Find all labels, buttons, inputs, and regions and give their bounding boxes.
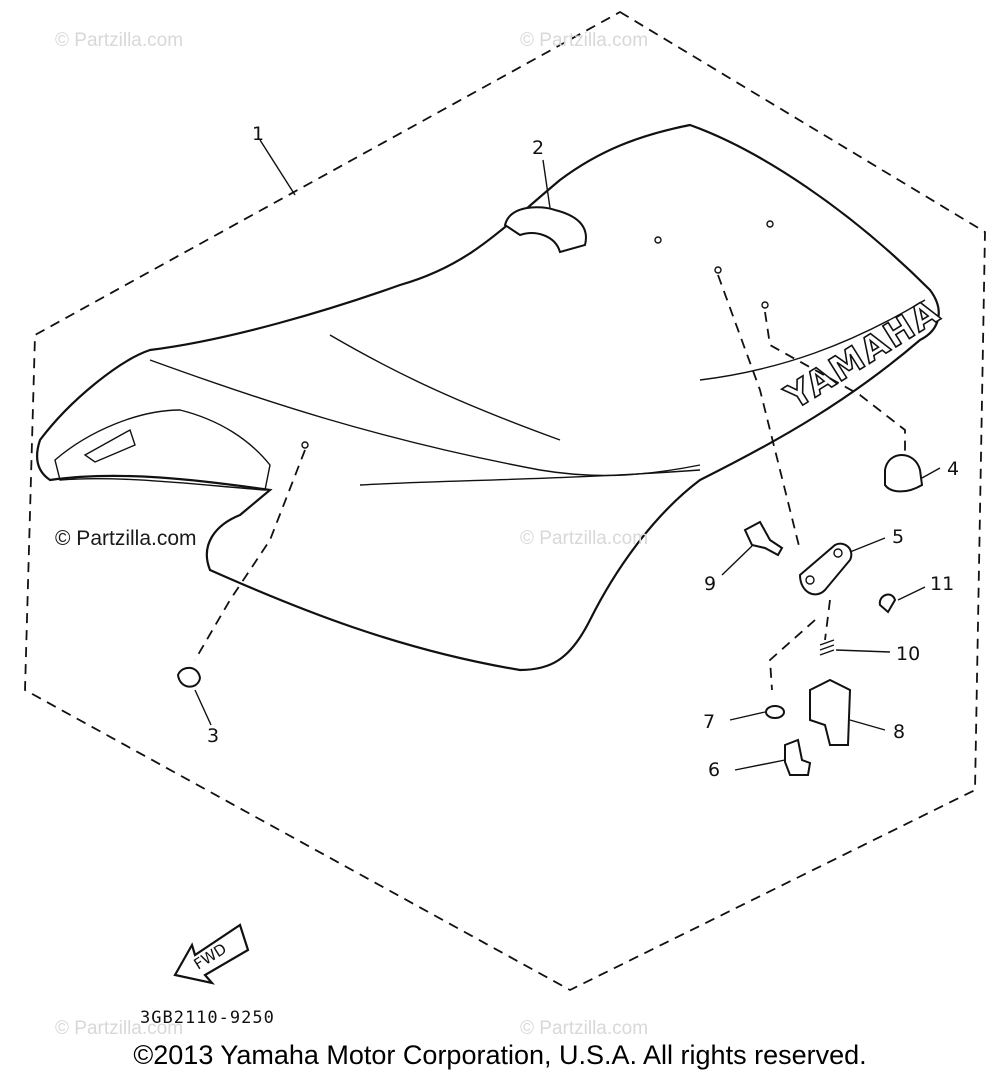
bolt-part-6: [784, 738, 812, 776]
watermark-mid-center: © Partzilla.com: [520, 528, 649, 549]
callout-5: 5: [892, 526, 904, 548]
fwd-arrow-icon: FWD: [173, 923, 250, 985]
copyright-notice: ©2013 Yamaha Motor Corporation, U.S.A. A…: [133, 1040, 867, 1070]
washer-part-7: [765, 705, 785, 719]
callout-11: 11: [930, 573, 954, 595]
diagram-code: 3GB2110-9250: [140, 1008, 275, 1028]
watermark-top-center: © Partzilla.com: [520, 30, 649, 51]
assembly-boundary: [24, 10, 986, 992]
spring-part-10: [819, 639, 835, 656]
callout-10: 10: [896, 643, 920, 665]
callout-1: 1: [252, 123, 264, 145]
callout-2: 2: [532, 137, 544, 159]
hook-part-5: [798, 542, 853, 596]
callout-8: 8: [893, 721, 905, 743]
seat-body: [35, 123, 940, 672]
watermark-bottom-center: © Partzilla.com: [520, 1018, 649, 1039]
bolt-part-9: [743, 520, 784, 557]
callout-7: 7: [703, 711, 715, 733]
watermark-top-left: © Partzilla.com: [55, 30, 184, 51]
callout-4: 4: [947, 458, 959, 480]
damper-part-4: [884, 454, 924, 493]
clip-part-11: [878, 593, 897, 614]
callout-3: 3: [207, 725, 219, 747]
grommet-part-3: [176, 666, 202, 688]
watermark-mid-left: © Partzilla.com: [55, 527, 197, 550]
watermark-bottom-left: © Partzilla.com: [55, 1018, 184, 1039]
seat-logo: YAMAHA: [778, 291, 948, 418]
callout-9: 9: [704, 573, 716, 595]
lock-part-8: [809, 678, 852, 746]
callout-6: 6: [708, 759, 720, 781]
